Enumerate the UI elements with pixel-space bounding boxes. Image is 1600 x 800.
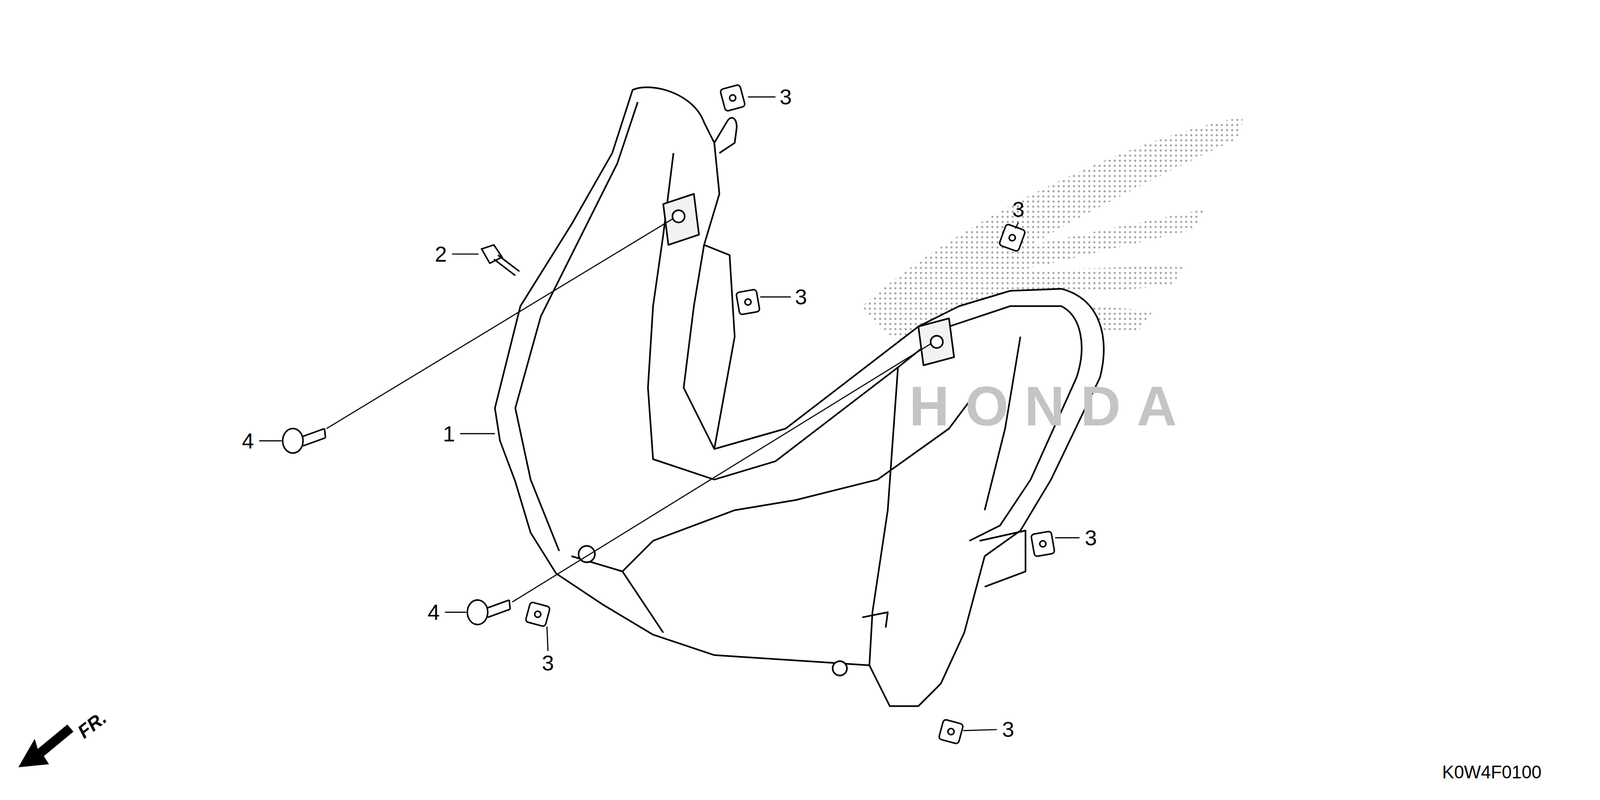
callout-number: 3 — [542, 652, 555, 674]
callout-number: 2 — [434, 243, 448, 265]
front-arrow — [18, 724, 74, 768]
callout-number: 3 — [1012, 198, 1025, 221]
fasteners — [282, 244, 520, 625]
diagram-code: K0W4F0100 — [1442, 763, 1542, 782]
front-direction-label: FR. — [73, 707, 110, 742]
watermark-text: HONDA — [909, 378, 1193, 434]
callout-number: 3 — [779, 86, 792, 108]
callout-number: 4 — [241, 430, 255, 452]
callout-number: 1 — [442, 423, 456, 445]
callout-number: 3 — [1084, 527, 1097, 549]
callout-number: 4 — [427, 601, 440, 624]
callout-number: 3 — [1002, 718, 1015, 741]
callout-number: 3 — [794, 286, 808, 308]
